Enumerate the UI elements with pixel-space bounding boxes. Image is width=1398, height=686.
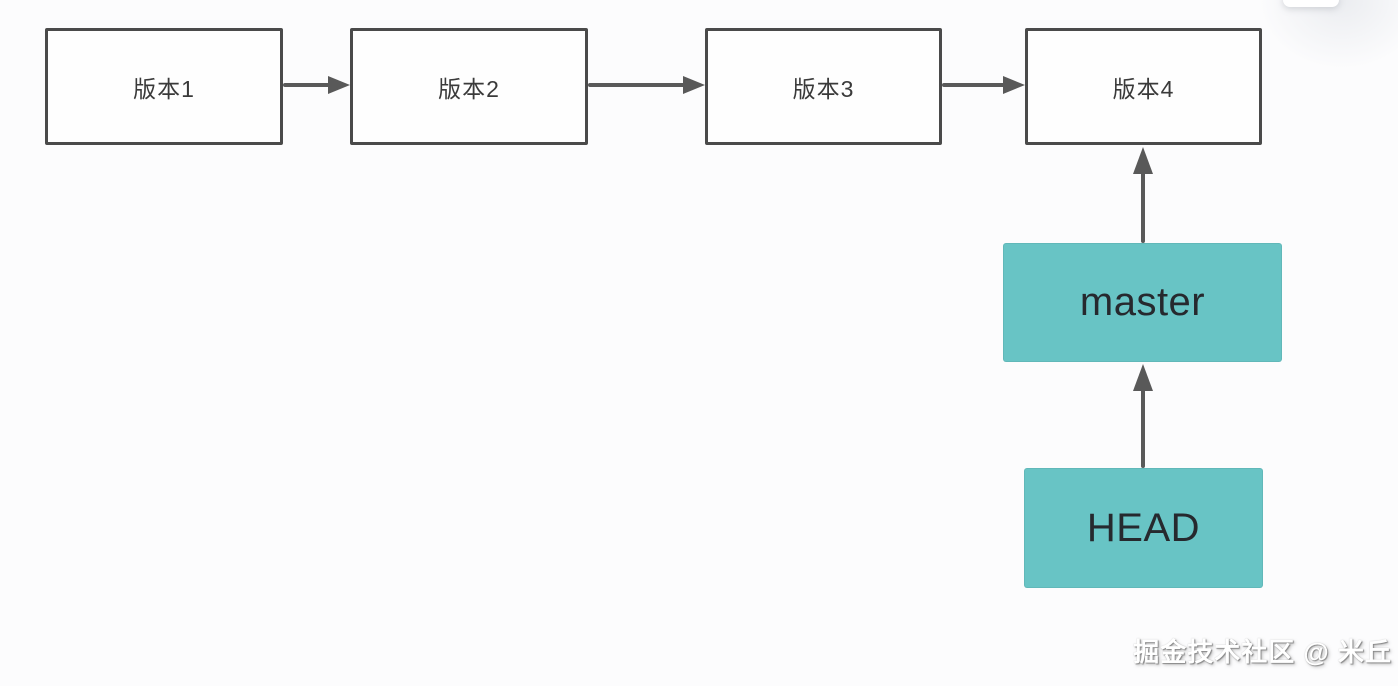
- arrowhead-up-icon: [1133, 147, 1153, 174]
- node-version-2: 版本2: [350, 28, 588, 145]
- corner-haze: [1258, 0, 1398, 70]
- node-version-1-label: 版本1: [133, 75, 195, 102]
- arrow-shaft: [1141, 171, 1145, 243]
- arrow-shaft: [942, 83, 1005, 87]
- node-version-2-label: 版本2: [438, 75, 500, 102]
- arrow-shaft: [283, 83, 330, 87]
- top-edge-pill: [1283, 0, 1339, 7]
- node-head-label: HEAD: [1086, 505, 1201, 550]
- node-version-4-label: 版本4: [1112, 75, 1175, 102]
- node-head-pointer: HEAD: [1024, 468, 1263, 588]
- arrowhead-up-icon: [1133, 364, 1153, 391]
- arrowhead-right-icon: [328, 76, 350, 94]
- arrowhead-right-icon: [683, 76, 705, 94]
- watermark: 掘金技术社区 @ 米丘: [1133, 637, 1392, 667]
- node-version-3: 版本3: [705, 28, 942, 145]
- node-version-3-label: 版本3: [792, 75, 855, 102]
- arrow-shaft: [1141, 389, 1145, 468]
- arrowhead-right-icon: [1003, 76, 1025, 94]
- arrow-shaft: [588, 83, 685, 87]
- node-master-label: master: [1079, 280, 1206, 324]
- node-version-4: 版本4: [1025, 28, 1262, 145]
- node-master-branch: master: [1003, 243, 1282, 362]
- node-version-1: 版本1: [45, 28, 283, 145]
